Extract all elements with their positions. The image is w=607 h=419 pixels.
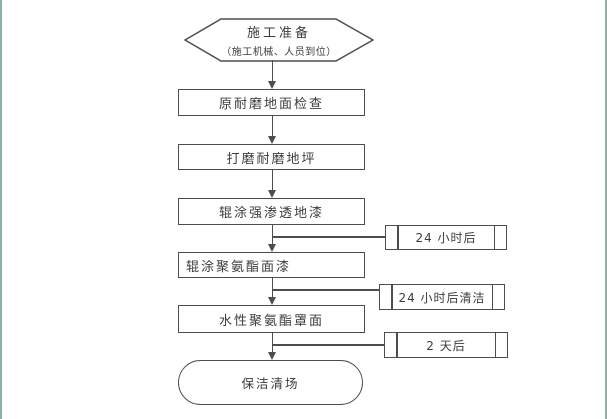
flow-step-4: 辊涂聚氨酯面漆 xyxy=(178,252,365,278)
start-hexagon-text: 施工准备 （施工机械、人员到位） xyxy=(184,18,374,62)
side-note-2-label: 24 小时后清洁 xyxy=(398,290,486,305)
connector-vertical-1 xyxy=(271,60,273,81)
down-arrow-icon xyxy=(268,81,276,89)
sidebox-inner-bar xyxy=(491,285,493,309)
right-edge-border xyxy=(605,0,607,419)
end-terminal: 保洁清场 xyxy=(178,360,363,405)
down-arrow-icon xyxy=(268,190,276,198)
connector-vertical-5 xyxy=(271,278,273,297)
sidebox-inner-bar xyxy=(391,285,393,309)
side-note-3: 2 天后 xyxy=(384,332,508,358)
down-arrow-icon xyxy=(268,136,276,144)
connector-vertical-4 xyxy=(271,225,273,244)
connector-horizontal-3 xyxy=(272,344,384,346)
start-hexagon xyxy=(184,18,374,62)
connector-horizontal-2 xyxy=(272,289,379,291)
side-note-1-label: 24 小时后 xyxy=(415,231,477,245)
connector-vertical-6 xyxy=(271,333,273,352)
connector-vertical-3 xyxy=(271,170,273,190)
sidebox-inner-bar xyxy=(397,226,399,249)
flow-step-1: 原耐磨地面检查 xyxy=(178,89,365,116)
flow-step-3: 辊涂强渗透地漆 xyxy=(178,198,365,225)
side-note-3-label: 2 天后 xyxy=(426,338,466,353)
down-arrow-icon xyxy=(268,352,276,360)
sidebox-inner-bar xyxy=(494,333,496,357)
down-arrow-icon xyxy=(268,244,276,252)
start-title: 施工准备 xyxy=(246,26,311,41)
side-note-1: 24 小时后 xyxy=(385,225,507,250)
start-subtitle: （施工机械、人员到位） xyxy=(221,47,337,58)
connector-horizontal-1 xyxy=(272,236,385,238)
connector-vertical-2 xyxy=(271,116,273,136)
side-note-2: 24 小时后清洁 xyxy=(379,284,505,310)
down-arrow-icon xyxy=(268,297,276,305)
flow-step-5: 水性聚氨酯罩面 xyxy=(178,305,365,333)
flow-step-2: 打磨耐磨地坪 xyxy=(178,144,365,170)
sidebox-inner-bar xyxy=(396,333,398,357)
sidebox-inner-bar xyxy=(493,226,495,249)
left-edge-border xyxy=(0,0,2,419)
